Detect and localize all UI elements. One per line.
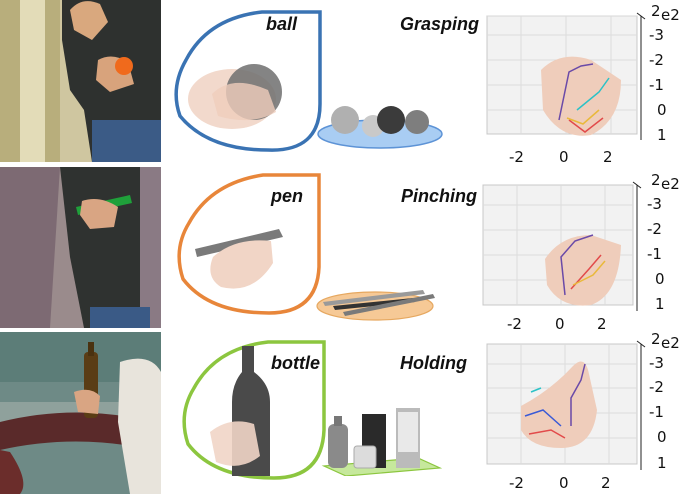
y-tick: 1 [657, 126, 667, 144]
y-tick: -1 [647, 245, 662, 263]
x-tick: -2 [509, 148, 524, 165]
hand-pose-plot: -3 -2 -1 0 1 2 e2 -2 0 2 [486, 2, 680, 165]
photo-person-holding-ball [0, 0, 161, 162]
object-set-icon [317, 106, 443, 149]
x-tick: 0 [555, 315, 565, 330]
corner-label: 2 [651, 171, 661, 189]
y-tick: 0 [657, 428, 667, 446]
corner-label: e2 [661, 175, 680, 193]
hand-pose-plot: -3 -2 -1 0 1 2 e2 -2 0 2 [482, 171, 680, 330]
object-bubble-ball [174, 10, 322, 152]
y-tick: 0 [655, 270, 665, 288]
object-bubble-bottle [182, 340, 326, 480]
object-bubble-pen [177, 173, 321, 315]
corner-label: 2 [651, 330, 661, 348]
y-tick: -3 [649, 26, 664, 44]
corner-label: e2 [661, 334, 680, 352]
row-ball: ball Grasping -3 -2 -1 0 1 2 e2 -2 0 2 [0, 0, 681, 165]
y-tick: 1 [655, 295, 665, 313]
x-tick: 2 [601, 474, 611, 492]
y-tick: -3 [647, 195, 662, 213]
y-tick: 0 [657, 101, 667, 119]
photo-person-holding-pen [0, 167, 161, 328]
y-tick: -2 [647, 220, 662, 238]
grasp-type-label: Grasping [400, 14, 480, 34]
object-set-icon [321, 408, 442, 476]
y-tick: -2 [649, 51, 664, 69]
y-tick: -2 [649, 378, 664, 396]
corner-label: 2 [651, 2, 661, 20]
y-tick: -1 [649, 76, 664, 94]
x-tick: 2 [603, 148, 613, 165]
y-tick: -3 [649, 354, 664, 372]
photo-person-holding-bottle [0, 332, 161, 494]
x-tick: -2 [509, 474, 524, 492]
x-tick: 0 [559, 474, 569, 492]
object-label: bottle [271, 353, 320, 373]
corner-label: e2 [661, 6, 680, 24]
x-tick: -2 [507, 315, 522, 330]
hand-pose-plot: -3 -2 -1 0 1 2 e2 -2 0 2 [486, 330, 680, 492]
row-bottle: bottle Holding -3 -2 -1 0 1 2 e2 -2 0 2 [0, 330, 681, 494]
object-label: pen [271, 186, 304, 206]
grasp-type-label: Holding [400, 353, 467, 373]
x-tick: 0 [559, 148, 569, 165]
object-set-icon [316, 290, 435, 321]
grasp-type-label: Pinching [401, 186, 477, 206]
object-label: ball [266, 14, 298, 34]
row-pen: pen Pinching -3 -2 -1 0 1 2 e2 -2 0 2 [0, 165, 681, 330]
y-tick: -1 [649, 403, 664, 421]
y-tick: 1 [657, 454, 667, 472]
x-tick: 2 [597, 315, 607, 330]
